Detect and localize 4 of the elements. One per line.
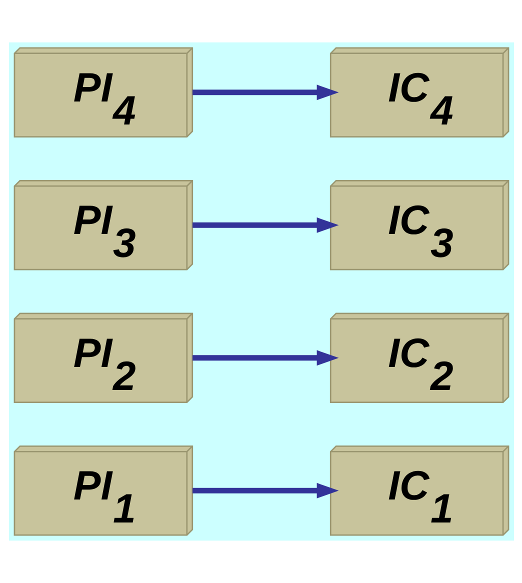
arrow	[192, 84, 338, 100]
arrow	[192, 482, 338, 498]
arrow	[192, 350, 338, 366]
arrow	[192, 217, 338, 233]
